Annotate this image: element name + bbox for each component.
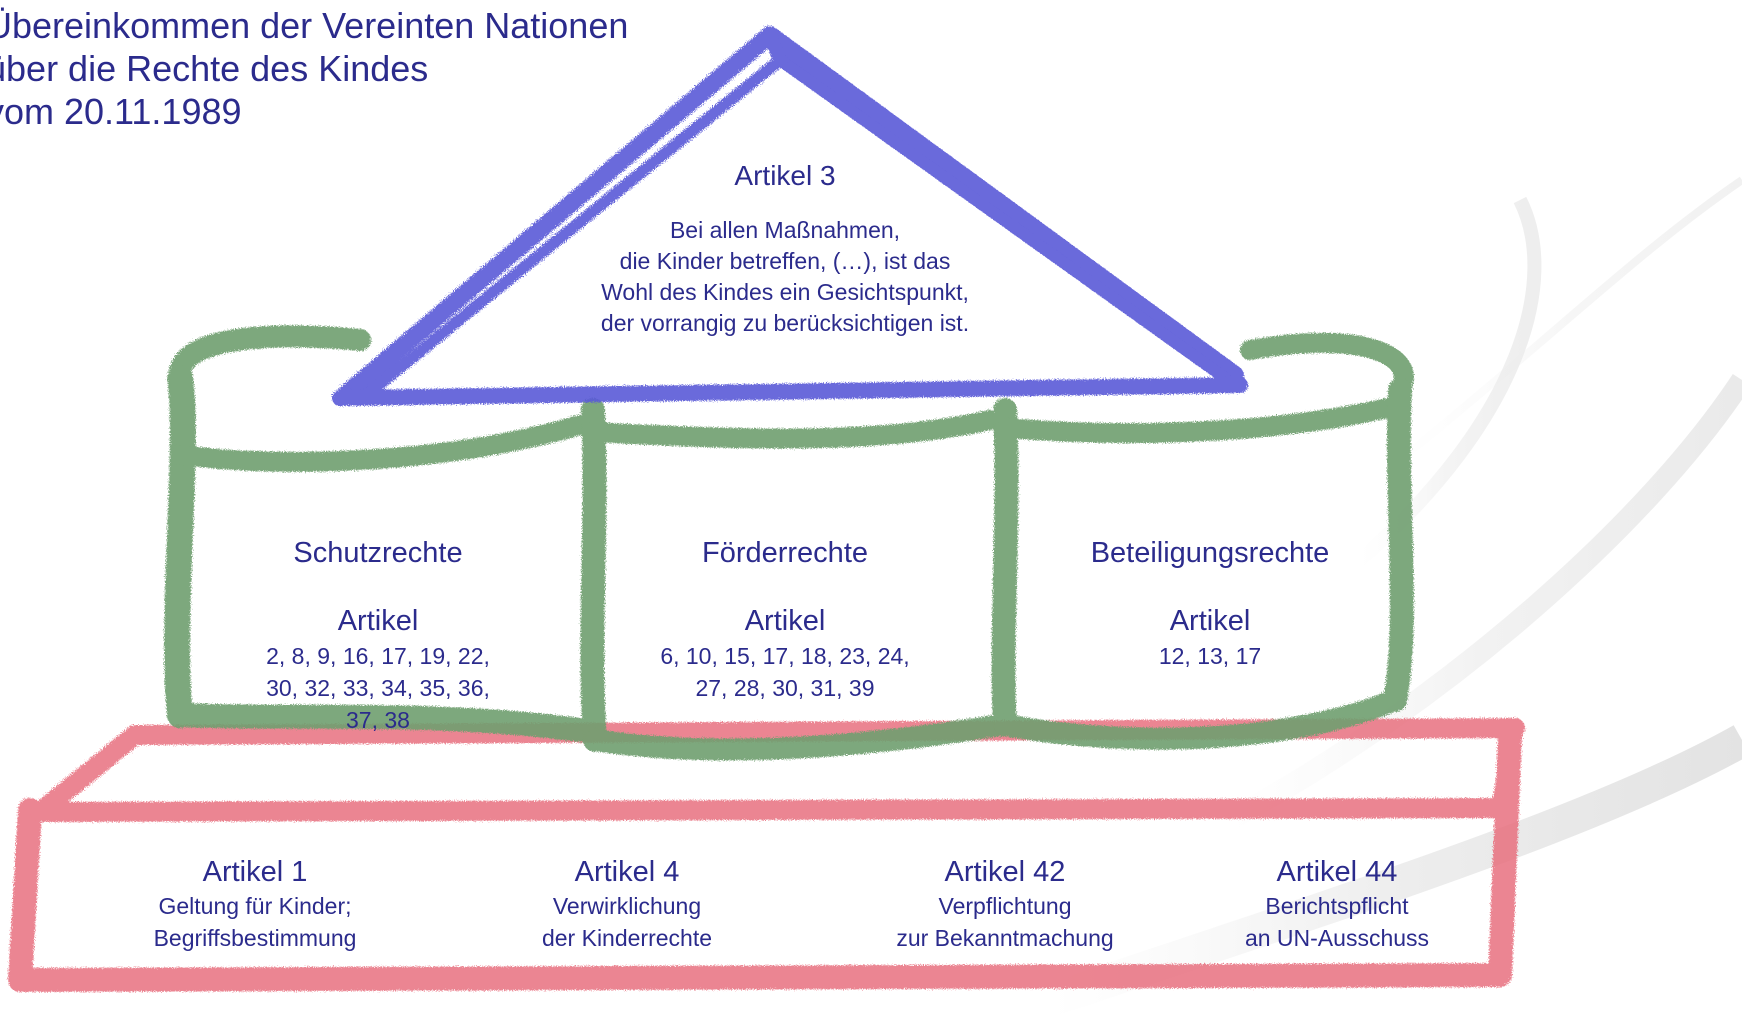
base-artikel-1: Artikel 1 Geltung für Kinder; Begriffsbe… — [105, 854, 405, 954]
base-description: Berichtspflicht an UN-Ausschuss — [1244, 893, 1430, 952]
base-description: Geltung für Kinder; Begriffsbestimmung — [153, 893, 357, 952]
base-title: Artikel 4 — [574, 856, 680, 888]
pillar-label: Artikel — [1169, 605, 1251, 638]
pillar-title: Förderrechte — [701, 537, 868, 569]
roof-text: Artikel 3 Bei allen Maßnahmen, die Kinde… — [585, 158, 985, 339]
title-line-1: Übereinkommen der Vereinten Nationen — [0, 5, 629, 46]
roof-drawing — [332, 26, 1248, 406]
pillar-beteiligungsrechte: Beteiligungsrechte Artikel 12, 13, 17 — [1060, 535, 1360, 672]
base-artikel-42: Artikel 42 Verpflichtung zur Bekanntmach… — [860, 854, 1150, 954]
base-description: Verwirklichung der Kinderrechte — [541, 893, 713, 952]
pillars-drawing — [164, 325, 1414, 761]
roof-heading: Artikel 3 — [734, 160, 836, 191]
base-title: Artikel 44 — [1276, 856, 1398, 888]
pillar-label: Artikel — [744, 605, 826, 638]
background-swoosh — [1044, 176, 1742, 1016]
pillar-label: Artikel — [337, 605, 419, 638]
title-line-2: über die Rechte des Kindes — [0, 48, 429, 89]
base-description: Verpflichtung zur Bekanntmachung — [896, 893, 1114, 952]
pillar-article-numbers: 6, 10, 15, 17, 18, 23, 24, 27, 28, 30, 3… — [660, 642, 910, 701]
page-title: Übereinkommen der Vereinten Nationen übe… — [0, 4, 628, 133]
base-artikel-4: Artikel 4 Verwirklichung der Kinderrecht… — [487, 854, 767, 954]
base-artikel-44: Artikel 44 Berichtspflicht an UN-Ausschu… — [1207, 854, 1467, 954]
pillar-article-numbers: 2, 8, 9, 16, 17, 19, 22, 30, 32, 33, 34,… — [266, 642, 490, 733]
pillar-schutzrechte: Schutzrechte Artikel 2, 8, 9, 16, 17, 19… — [208, 535, 548, 736]
base-title: Artikel 42 — [944, 856, 1066, 888]
roof-body: Bei allen Maßnahmen, die Kinder betreffe… — [600, 217, 970, 336]
pillar-title: Beteiligungsrechte — [1090, 537, 1330, 569]
pillar-title: Schutzrechte — [293, 537, 463, 569]
title-line-3: vom 20.11.1989 — [0, 91, 242, 132]
pillar-foerderrechte: Förderrechte Artikel 6, 10, 15, 17, 18, … — [625, 535, 945, 704]
base-title: Artikel 1 — [202, 856, 308, 888]
pillar-article-numbers: 12, 13, 17 — [1158, 642, 1262, 669]
